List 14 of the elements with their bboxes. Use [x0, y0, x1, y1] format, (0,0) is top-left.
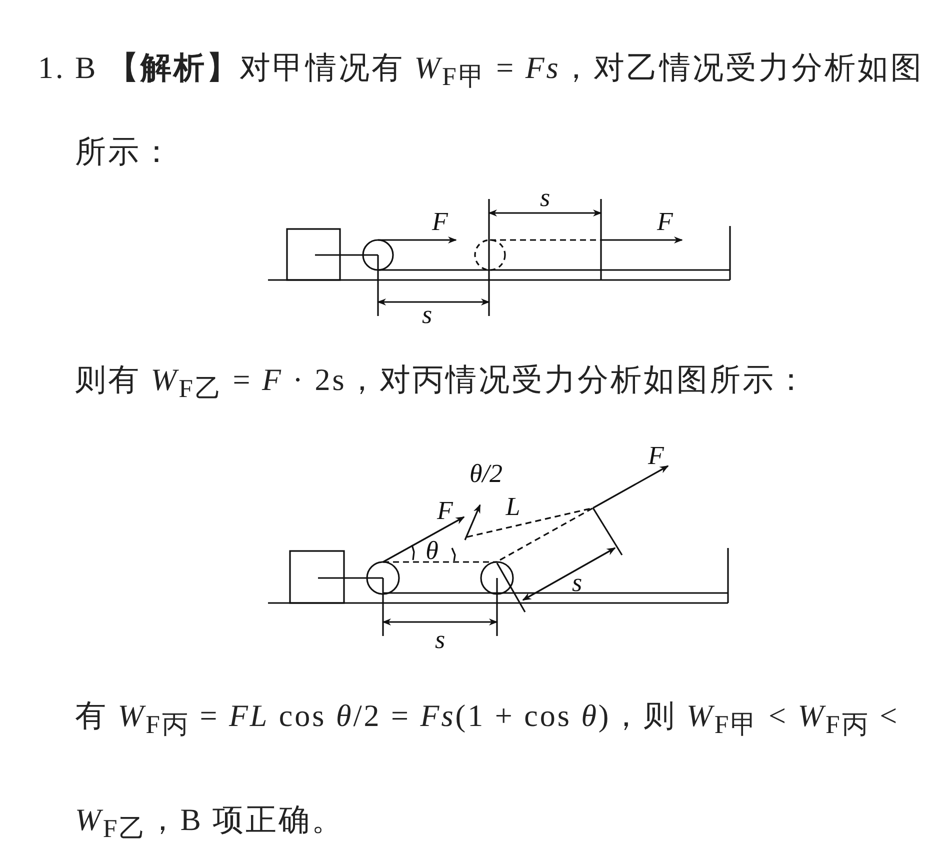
solution-paragraph: 则有 W$_{F乙}$ = F · 2s，对丙情况受力分析如图所示：: [75, 361, 810, 406]
math-symbol: s: [572, 570, 582, 596]
math-symbol: θ/2: [470, 461, 502, 487]
math-symbol: s: [434, 627, 446, 653]
solution-paragraph: 1. B 【解析】对甲情况有 W$_{F甲}$ = Fs，对乙情况受力分析如图所示：: [38, 49, 924, 172]
math-symbol: L: [506, 494, 520, 520]
math-symbol: F: [657, 209, 673, 235]
math-symbol: θ: [426, 538, 438, 564]
solution-paragraph: 有 W$_{F丙}$ = FL cos θ/2 = Fs(1 + cos θ)，则 W$_{F甲}$ < W$_{F丙}$ < W$_{F乙}$，B 项正确。: [75, 697, 900, 846]
math-symbol: F: [437, 498, 453, 524]
math-symbol: s: [422, 302, 432, 328]
math-symbol: F: [648, 443, 664, 469]
math-symbol: s: [540, 185, 550, 211]
math-symbol: F: [432, 209, 448, 235]
